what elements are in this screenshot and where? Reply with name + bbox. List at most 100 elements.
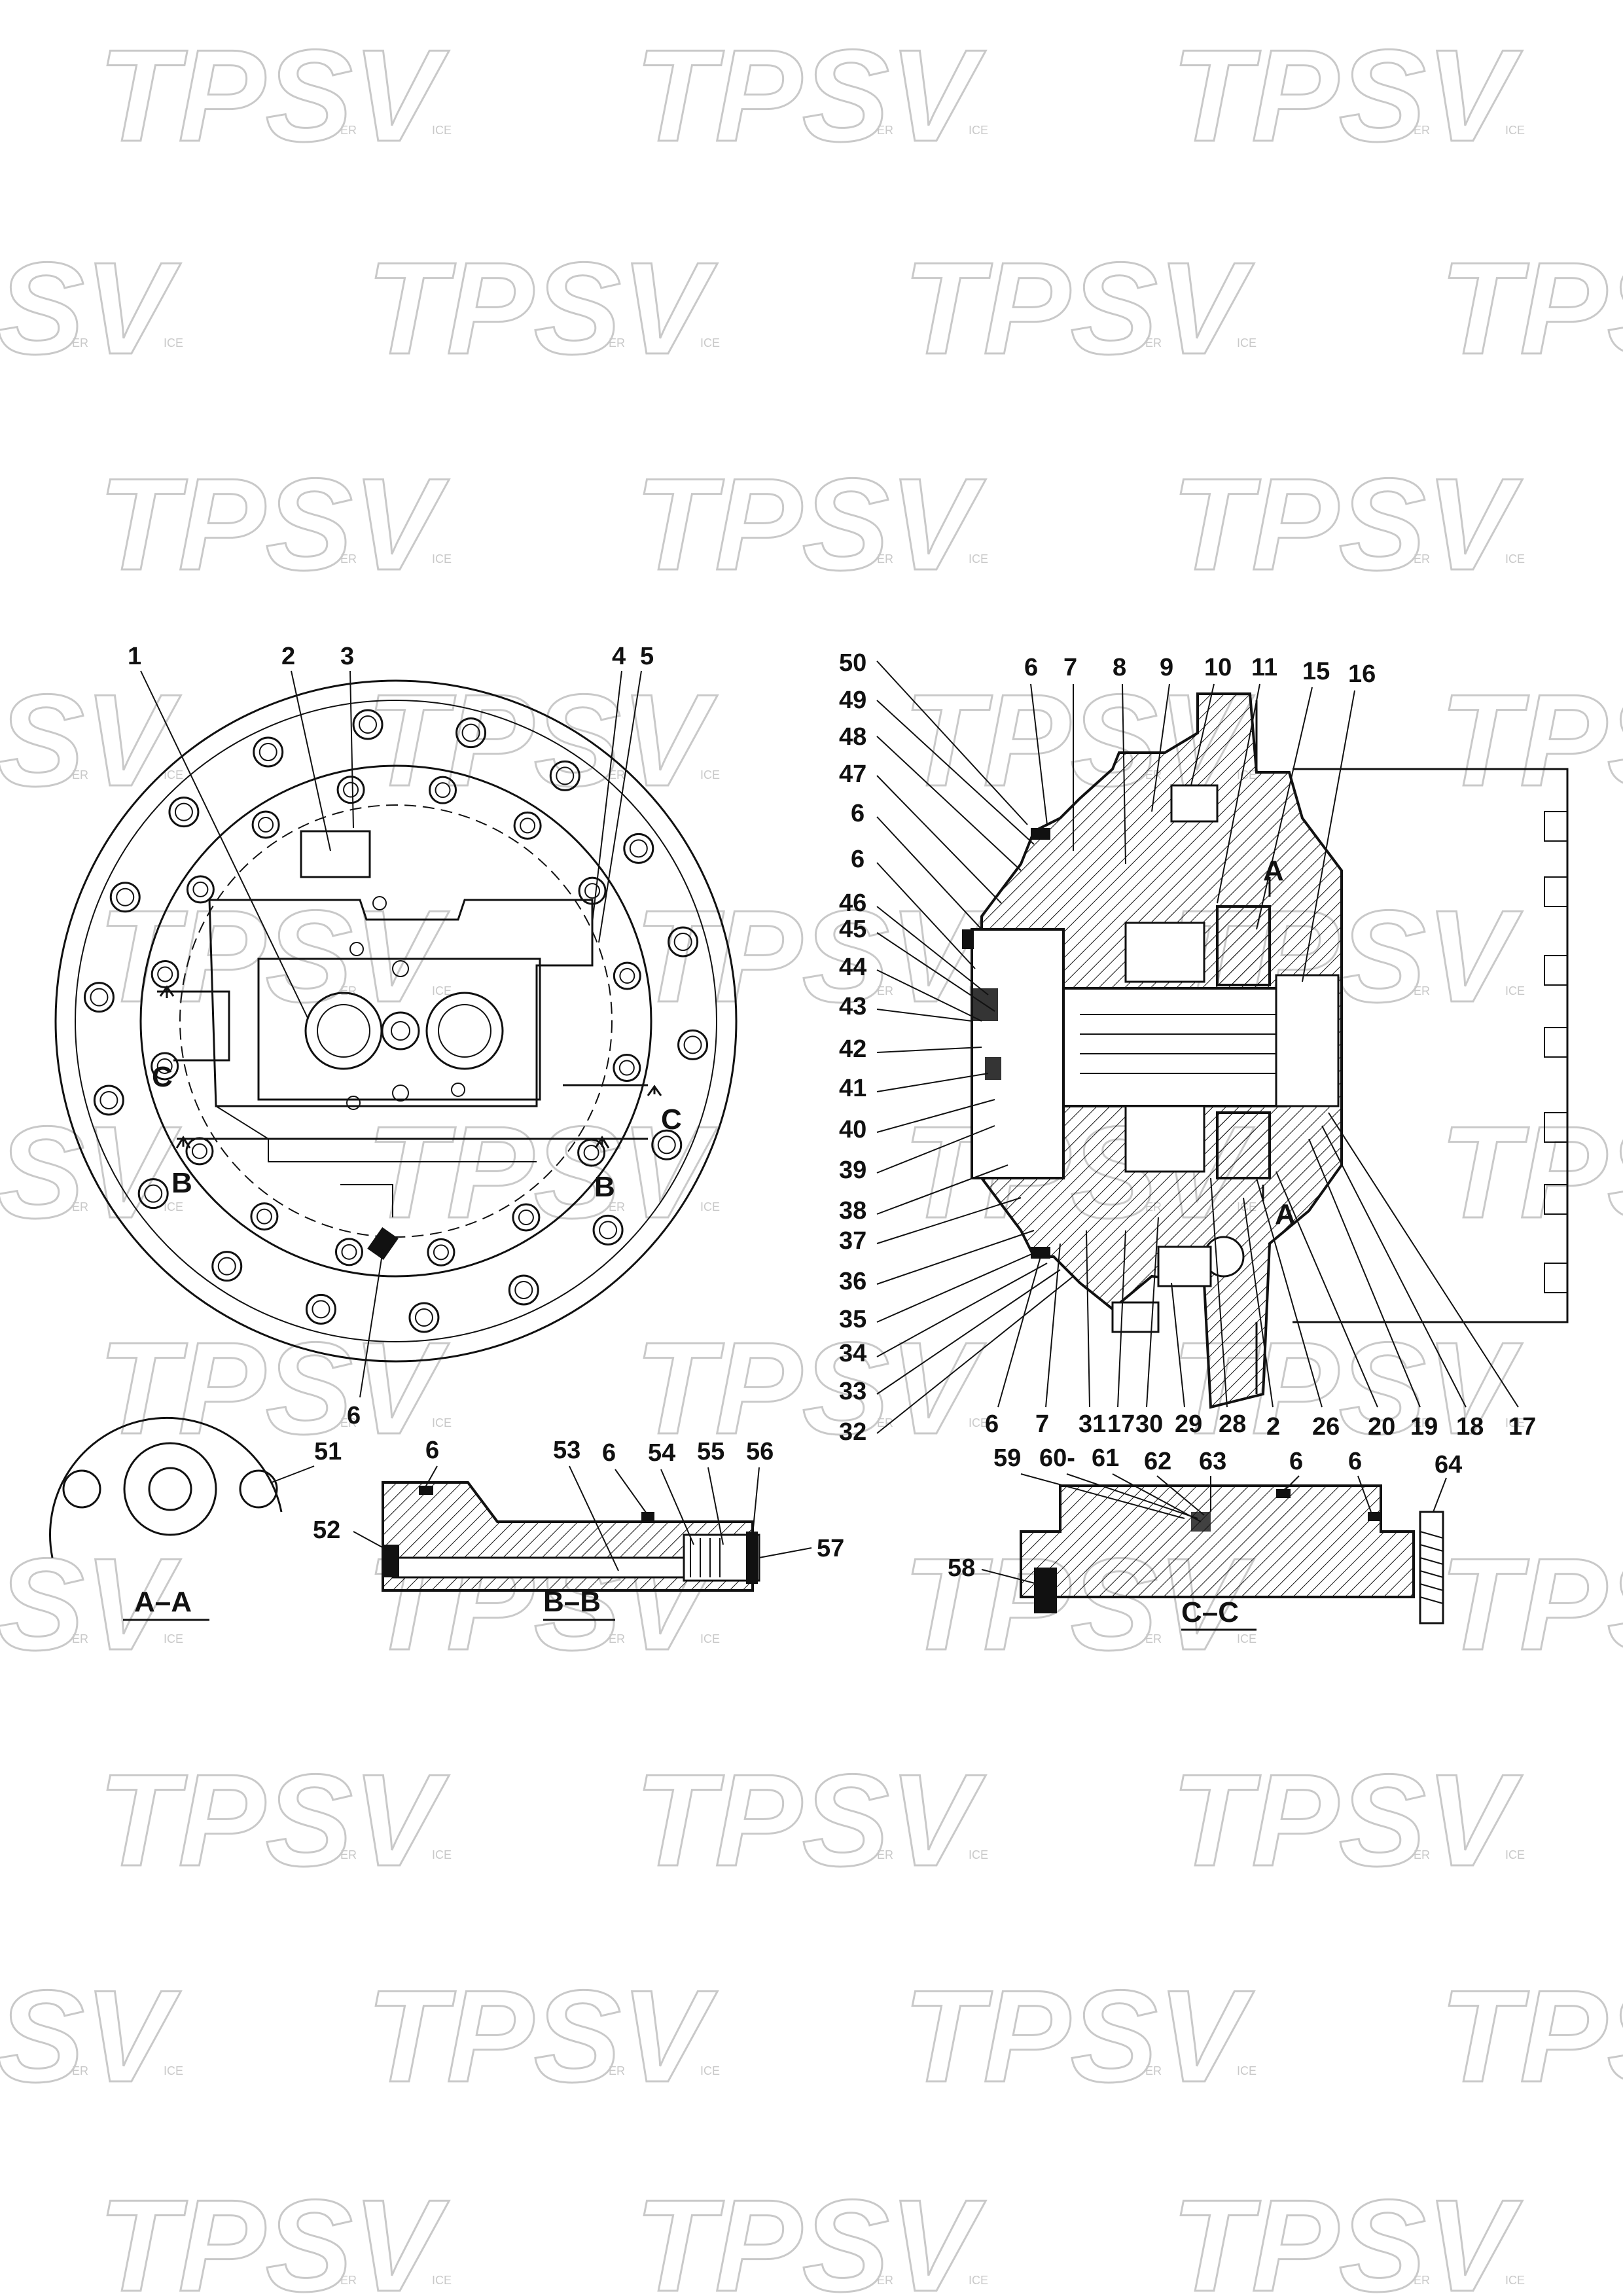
callout-label: 48 (839, 723, 866, 751)
watermark-sub: ICE (432, 124, 452, 137)
outer-bolt-holes (83, 709, 709, 1333)
watermark-sub: ICE (969, 552, 988, 565)
leader-line (876, 660, 1028, 825)
callout-label: 6 (425, 1437, 439, 1464)
bolt-hole-inner (156, 1058, 173, 1074)
leader-line (1030, 683, 1048, 825)
callout-label: 41 (839, 1075, 866, 1102)
detail-callouts: 51 52 6 53 6 54 55 56 57 58 59 60- 61 62… (313, 1437, 1462, 1582)
bolt-hole-inner (435, 782, 451, 798)
bolt-hole (455, 717, 487, 749)
inner-bolt-holes (151, 776, 641, 1266)
callout-label: 38 (839, 1197, 866, 1225)
watermark-text: TPSV (366, 1100, 718, 1246)
leader-line (876, 736, 1022, 871)
watermark-sub: ICE (1237, 336, 1257, 350)
watermark-sub: ICE (164, 1632, 183, 1645)
watermark-text: TPSV (903, 236, 1255, 382)
watermark-text: TPSV (635, 452, 986, 598)
leader-line (1275, 1171, 1378, 1408)
section-marker-c-left: C (152, 1061, 173, 1093)
bolt-hole (211, 1251, 243, 1282)
callout-label: 39 (839, 1157, 866, 1184)
watermark-text: TPSV (366, 236, 718, 382)
callout-label: 62 (1144, 1448, 1171, 1475)
watermark-sub: ER (877, 2274, 893, 2287)
callout-label: 19 (1410, 1413, 1438, 1441)
callout-label: 30 (1135, 1410, 1163, 1438)
leader-line (876, 1269, 1061, 1395)
watermark-sub: ICE (164, 2064, 183, 2077)
bolt-hole-inner (256, 1208, 272, 1225)
bolt-hole (250, 1202, 279, 1231)
callout-label: 2 (1266, 1413, 1280, 1441)
callout-label: 15 (1302, 658, 1330, 685)
callout-label: 11 (1251, 654, 1277, 681)
watermark-text: TPSV (1171, 23, 1523, 169)
watermark-sub: ICE (1505, 1848, 1525, 1861)
bolt-hole-inner (599, 1221, 618, 1240)
watermark-text: TPSV (98, 1748, 450, 1893)
callout-label: 55 (697, 1438, 724, 1465)
callout-label: 45 (839, 916, 866, 943)
bolt-hole (109, 882, 141, 913)
front-view-callouts: 1 2 3 4 5 6 (128, 643, 654, 1429)
watermark-sub: ICE (700, 1200, 720, 1213)
leader-line (876, 1197, 1022, 1244)
bolt-hole-inner (629, 839, 648, 858)
callout-label: 1 (128, 643, 141, 670)
section-cc-view (981, 1473, 1447, 1631)
callout-label: 16 (1348, 660, 1376, 688)
section-aa-view (49, 1417, 315, 1621)
watermark-sub: ICE (969, 124, 988, 137)
callout-label: 63 (1199, 1448, 1226, 1475)
leader-line (1302, 690, 1355, 982)
callout-label: 42 (839, 1035, 866, 1063)
section-cc-leaders (981, 1473, 1447, 1585)
section-marker-a-bottom: A (1275, 1198, 1296, 1230)
leader-line (876, 700, 1035, 845)
leader-line (1122, 683, 1126, 865)
watermark-sub: ER (72, 2064, 88, 2077)
watermark-sub: ICE (700, 2064, 720, 2077)
callout-label: 49 (839, 687, 866, 714)
watermark-sub: ICE (432, 984, 452, 997)
watermark-sub: ICE (1237, 1632, 1257, 1645)
callout-label: 46 (839, 889, 866, 917)
section-marker-b-left: B (171, 1167, 192, 1199)
bolt-hole (613, 961, 641, 990)
callout-label: 8 (1113, 654, 1126, 681)
cross-section-leaders (876, 660, 1519, 1434)
callout-label: 56 (746, 1438, 774, 1465)
watermark-sub: ER (1414, 1848, 1430, 1861)
callout-label: 26 (1312, 1413, 1340, 1441)
callout-label: 54 (648, 1439, 675, 1467)
leader-line (1146, 1217, 1159, 1408)
watermark-sub: ICE (164, 768, 183, 781)
watermark-text: TPSV (98, 2173, 450, 2296)
leader-line (876, 1164, 1008, 1215)
callout-label: 10 (1204, 654, 1232, 681)
callout-label: 40 (839, 1116, 866, 1143)
watermark-sub: ER (877, 124, 893, 137)
watermark-sub: ICE (1505, 124, 1525, 137)
callout-label: 32 (839, 1418, 866, 1446)
leader-line (876, 1125, 995, 1174)
watermark-sub: ER (72, 1632, 88, 1645)
bolt-hole-inner (433, 1244, 449, 1261)
leader-line (1086, 1230, 1090, 1408)
leader-line (876, 1073, 989, 1092)
watermark-sub: ICE (1505, 984, 1525, 997)
bolt-hole (151, 960, 179, 988)
watermark-sub: ER (340, 1416, 357, 1429)
bolt-hole-inner (191, 1143, 207, 1159)
watermark-sub: ER (340, 984, 357, 997)
bolt-hole-inner (259, 743, 277, 762)
callout-label: 6 (1348, 1448, 1362, 1475)
leader-line (876, 1009, 972, 1022)
watermark-sub: ER (877, 552, 893, 565)
leader-line (1256, 1177, 1323, 1408)
leader-line (876, 775, 1002, 904)
callout-label: 58 (948, 1554, 975, 1582)
